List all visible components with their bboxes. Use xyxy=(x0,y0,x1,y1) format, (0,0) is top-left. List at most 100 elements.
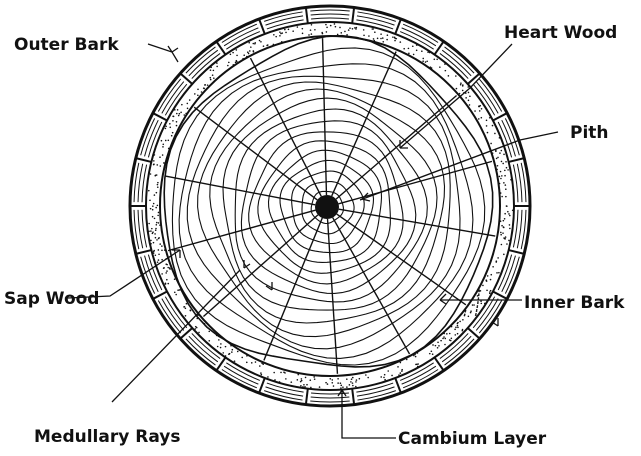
stipple-dot xyxy=(352,28,354,30)
stipple-dot xyxy=(467,86,469,88)
leader-outer-bark xyxy=(148,44,178,62)
stipple-dot xyxy=(246,362,248,364)
medullary-ray-line xyxy=(328,219,338,374)
stipple-dot xyxy=(185,315,187,317)
stipple-dot xyxy=(187,103,189,105)
stipple-dot xyxy=(310,29,312,31)
stipple-dot xyxy=(280,372,282,374)
stipple-dot xyxy=(377,38,379,40)
stipple-dot xyxy=(462,329,464,331)
bark-hatch xyxy=(224,366,258,384)
stipple-dot xyxy=(398,374,400,376)
stipple-dot xyxy=(432,344,434,346)
stipple-dot xyxy=(457,325,459,327)
stipple-dot xyxy=(346,378,348,380)
stipple-dot xyxy=(450,340,452,342)
label-sap-wood: Sap Wood xyxy=(4,289,99,309)
stipple-dot xyxy=(340,382,342,384)
stipple-dot xyxy=(442,338,444,340)
stipple-dot xyxy=(220,347,222,349)
stipple-dot xyxy=(314,378,316,380)
stipple-dot xyxy=(288,29,290,31)
stipple-dot xyxy=(479,105,481,107)
stipple-dot xyxy=(148,231,150,233)
stipple-dot xyxy=(155,254,157,256)
stipple-dot xyxy=(400,372,402,374)
stipple-dot xyxy=(492,266,494,268)
stipple-dot xyxy=(301,378,303,380)
stipple-dot xyxy=(279,35,281,37)
bark-divider xyxy=(352,7,354,23)
stipple-dot xyxy=(228,62,230,64)
stipple-dot xyxy=(436,59,438,61)
stipple-dot xyxy=(181,104,183,106)
stipple-dot xyxy=(158,259,160,261)
label-pith: Pith xyxy=(570,123,609,143)
stipple-dot xyxy=(481,108,483,110)
stipple-dot xyxy=(175,294,177,296)
stipple-dot xyxy=(165,128,167,130)
stipple-dot xyxy=(480,303,482,305)
stipple-dot xyxy=(203,87,205,89)
stipple-dot xyxy=(499,137,501,139)
stipple-dot xyxy=(148,223,150,225)
stipple-dot xyxy=(387,34,389,36)
stipple-dot xyxy=(154,194,156,196)
stipple-dot xyxy=(150,208,152,210)
stipple-dot xyxy=(216,62,218,64)
bark-divider xyxy=(136,158,152,162)
stipple-dot xyxy=(440,340,442,342)
stipple-dot xyxy=(330,25,332,27)
stipple-dot xyxy=(326,27,328,29)
stipple-dot xyxy=(502,163,504,165)
stipple-dot xyxy=(301,380,303,382)
stipple-dot xyxy=(454,334,456,336)
stipple-dot xyxy=(490,290,492,292)
stipple-dot xyxy=(280,33,282,35)
stipple-dot xyxy=(486,290,488,292)
label-inner-bark: Inner Bark xyxy=(524,293,625,313)
stipple-dot xyxy=(509,228,511,230)
bark-divider xyxy=(509,250,525,254)
stipple-dot xyxy=(208,331,210,333)
stipple-dot xyxy=(505,161,507,163)
stipple-dot xyxy=(505,184,507,186)
medullary-ray-line xyxy=(339,161,492,203)
bark-hatch xyxy=(400,363,434,381)
stipple-dot xyxy=(157,205,159,207)
stipple-dot xyxy=(504,175,506,177)
stipple-dot xyxy=(457,333,459,335)
stipple-dot xyxy=(496,272,498,274)
stipple-dot xyxy=(429,52,431,54)
stipple-dot xyxy=(162,146,164,148)
stipple-dot xyxy=(487,275,489,277)
stipple-dot xyxy=(486,125,488,127)
stipple-dot xyxy=(380,38,382,40)
stipple-dot xyxy=(344,31,346,33)
stipple-dot xyxy=(460,84,462,86)
bark-divider xyxy=(216,41,225,54)
stipple-dot xyxy=(179,113,181,115)
stipple-dot xyxy=(321,32,323,34)
stipple-dot xyxy=(165,272,167,274)
stipple-dot xyxy=(155,175,157,177)
stipple-dot xyxy=(186,303,188,305)
stipple-dot xyxy=(504,170,506,172)
stipple-dot xyxy=(197,94,199,96)
stipple-dot xyxy=(433,58,435,60)
medullary-ray-line xyxy=(203,215,318,317)
stipple-dot xyxy=(326,31,328,33)
stipple-dot xyxy=(174,109,176,111)
stipple-dot xyxy=(394,40,396,42)
stipple-dot xyxy=(166,279,168,281)
stipple-dot xyxy=(176,121,178,123)
stipple-dot xyxy=(512,209,514,211)
stipple-dot xyxy=(348,29,350,31)
stipple-dot xyxy=(303,384,305,386)
bark-hatch xyxy=(310,10,349,11)
pith-dot xyxy=(315,195,339,219)
stipple-dot xyxy=(153,242,155,244)
stipple-dot xyxy=(475,313,477,315)
stipple-dot xyxy=(475,314,477,316)
stipple-dot xyxy=(425,61,427,63)
